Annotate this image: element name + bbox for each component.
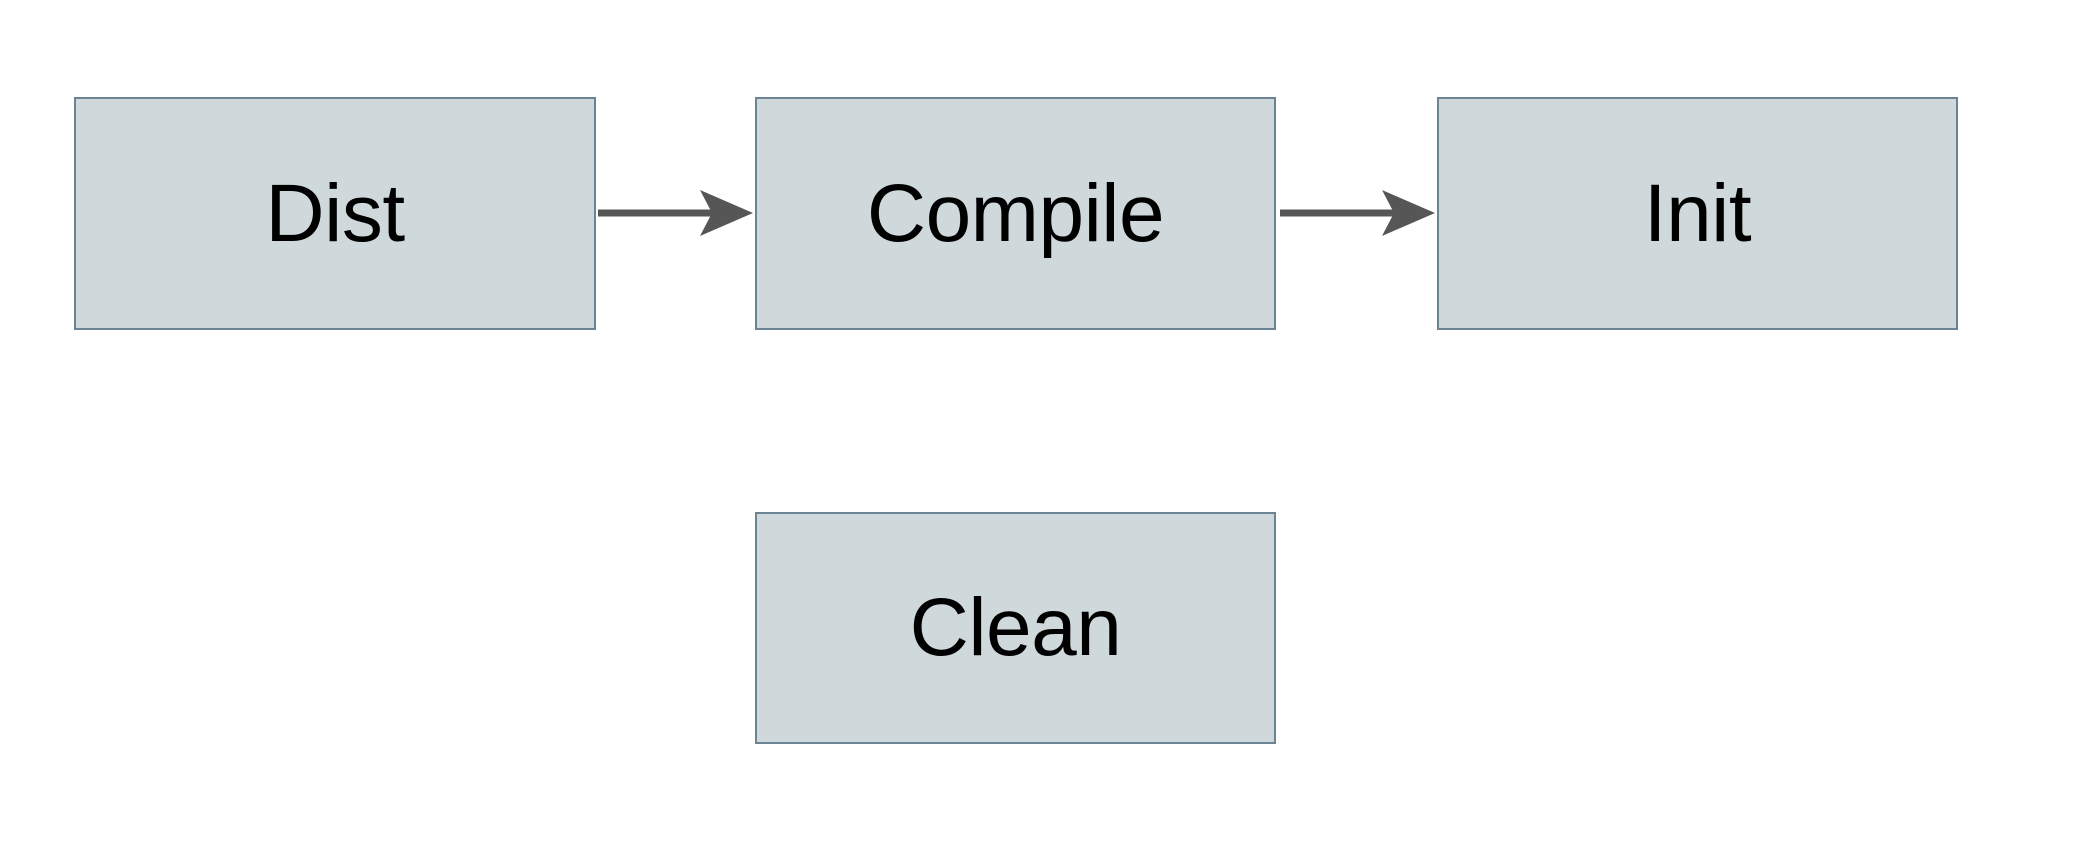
node-label: Clean (909, 582, 1122, 673)
edge-compile-to-init[interactable] (1280, 190, 1435, 236)
node-label: Dist (265, 167, 405, 259)
node-label: Compile (866, 167, 1165, 259)
arrowhead-icon (700, 190, 753, 236)
node-clean[interactable]: Clean (755, 512, 1276, 744)
arrowhead-icon (1382, 190, 1435, 236)
node-compile[interactable]: Compile (755, 97, 1276, 330)
node-dist[interactable]: Dist (74, 97, 596, 330)
node-init[interactable]: Init (1437, 97, 1958, 330)
edge-dist-to-compile[interactable] (598, 190, 753, 236)
node-label: Init (1643, 167, 1752, 259)
